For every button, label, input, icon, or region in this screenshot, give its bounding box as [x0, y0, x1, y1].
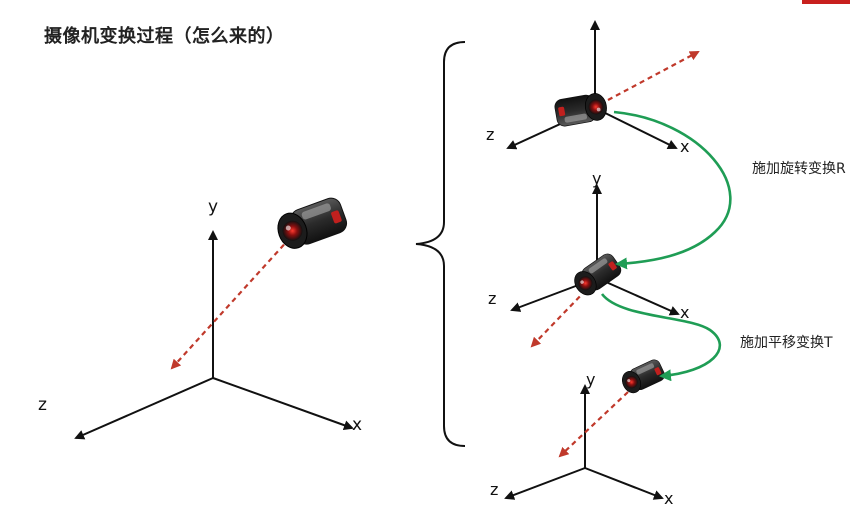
- top-coordinate-frame: x z: [486, 20, 700, 156]
- accent-bar: [802, 0, 850, 4]
- video-camera-icon: [553, 91, 609, 128]
- page-title: 摄像机变换过程（怎么来的）: [44, 26, 285, 47]
- video-camera-icon: [618, 357, 667, 397]
- rotation-transform-arrow: [613, 110, 732, 270]
- left-z-axis: [74, 377, 214, 440]
- bottom-coordinate-frame: y x z: [490, 357, 673, 508]
- rotation-annotation: 施加旋转变换R: [752, 161, 846, 177]
- middle-x-label: x: [680, 303, 689, 322]
- bottom-z-axis: [504, 467, 586, 500]
- left-z-label: z: [38, 395, 47, 415]
- middle-z-label: z: [488, 289, 496, 308]
- left-view-direction-arrow: [170, 237, 291, 370]
- left-coordinate-frame: y x z: [38, 194, 362, 440]
- left-x-label: x: [352, 415, 362, 435]
- left-y-label: y: [208, 197, 218, 217]
- curly-brace: [415, 41, 466, 447]
- middle-view-direction-arrow: [530, 289, 587, 348]
- bottom-x-label: x: [664, 489, 673, 508]
- translation-annotation: 施加平移变换T: [740, 335, 833, 351]
- video-camera-icon: [272, 194, 350, 253]
- middle-y-label: y: [592, 169, 601, 188]
- bottom-z-label: z: [490, 480, 498, 499]
- bottom-x-axis: [584, 467, 664, 500]
- bottom-view-direction-arrow: [558, 391, 629, 458]
- left-x-axis: [212, 377, 354, 430]
- top-z-label: z: [486, 125, 494, 144]
- translation-transform-arrow: [600, 293, 722, 382]
- bottom-y-label: y: [586, 370, 595, 389]
- top-view-direction-arrow: [607, 51, 700, 101]
- middle-coordinate-frame: y x z: [488, 169, 689, 348]
- top-x-axis: [594, 107, 678, 149]
- middle-x-axis: [596, 277, 680, 316]
- top-x-label: x: [680, 137, 689, 156]
